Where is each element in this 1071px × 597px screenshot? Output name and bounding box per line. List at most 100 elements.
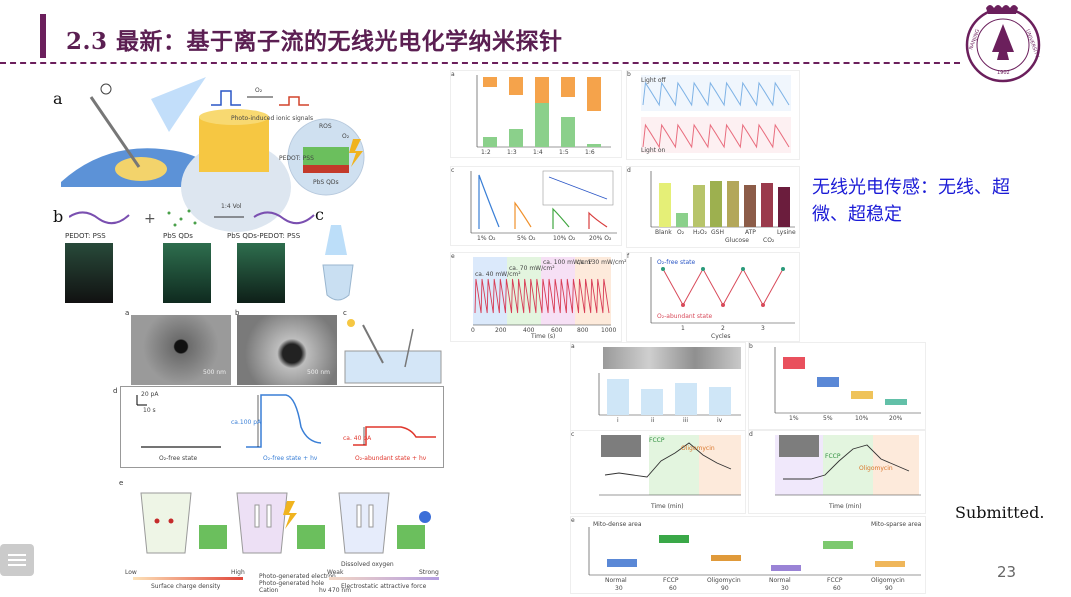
panel-label-a2: a [125,309,130,317]
header-divider [0,62,960,64]
chart-mb-e-boxes [588,527,921,576]
time-mbe-2: 60 [669,585,677,592]
chart-b: b Light off Light on [626,70,800,160]
vial-label-3: PbS QDs-PEDOT: PSS [227,232,301,240]
vial-label-2: PbS QDs [163,232,193,240]
tick-f-3: 3 [761,325,765,332]
legend-hole: Photo-generated hole [259,580,325,587]
pbs-label: PbS QDs [313,179,339,186]
cat-a-1: 1:2 [481,149,491,156]
chart-e-trace [473,257,611,326]
o2-10pct: 10% O₂ [553,235,576,242]
pipette-tube-drawing [322,225,354,301]
time-mbe-3: 90 [721,585,729,592]
legend-cation: Cation [259,587,279,594]
cat-mbb-2: 5% [823,415,833,422]
figure-left-top: a b c Photo-induced ionic signals O₂ ROS… [50,76,397,310]
chart-f-zigzag [650,257,795,324]
xlabel-f: Cycles [711,333,731,340]
axis2-weak: Weak [327,569,344,576]
tick-e-800: 800 [577,327,589,334]
sem-image-1 [131,315,231,385]
chart-c-label: c [451,167,455,174]
state-label-2: O₂-free state + hν [263,455,318,462]
chart-e-label: e [451,253,455,260]
cat-d-6: ATP [745,229,756,236]
svg-text:1902: 1902 [997,70,1010,76]
panel-label-d: d [113,387,118,395]
o2-arrow-label: O₂ [255,87,263,94]
axis2-strong: Strong [419,569,439,576]
materials-strip: + [69,209,315,227]
chart-mb-a-bars [598,373,741,416]
chart-d-bars [650,171,795,228]
vial-label-1: PEDOT: PSS [65,232,106,240]
cat-mbe-2: FCCP [663,577,679,584]
chart-mb-b-label: b [749,343,753,350]
chart-mb-c-line [599,435,741,496]
scale-bar-2: 500 nm [307,369,331,376]
panel-label-c2: c [343,309,347,317]
page-number: 23 [997,563,1017,581]
panel-label-e: e [119,479,124,487]
vial-photo-1 [65,243,113,303]
cat-mbe-1: Normal [605,577,627,584]
chart-mb-e-label: e [571,517,575,524]
submitted-label: Submitted. [955,503,1045,522]
tick-e-200: 200 [495,327,507,334]
figure-left-bottom: e Photo-generated electron Photo-generat… [118,476,446,594]
gradient-bar-charge [133,577,243,580]
cat-a-5: 1:6 [585,149,595,156]
axis1-caption: Surface charge density [151,583,221,590]
svg-text:+: + [144,211,156,227]
chart-mb-a-label: a [571,343,575,350]
cat-d-3: H₂O₂ [693,229,708,236]
time-mbe-1: 30 [615,585,623,592]
slide-menu-button[interactable] [0,544,34,576]
pedot-label: PEDOT: PSS [279,155,314,162]
university-logo: NANJING UNIVERSITY 1902 [965,5,1041,83]
cat-d-4: GSH [711,229,724,236]
oligomycin-label-d: Oligomycin [859,465,893,472]
sem-image-2 [237,315,337,385]
axis1-high: High [231,569,245,576]
cat-a-3: 1:4 [533,149,543,156]
annotation-40pa: ca. 40 pA [343,435,372,442]
figure-mid-top: a 1:2 1:3 1:4 1:5 1:6 [450,70,622,158]
tick-e-600: 600 [551,327,563,334]
cat-d-7: CO₂ [763,237,775,244]
cat-d-5: Glucose [725,237,749,244]
fccp-label-d: FCCP [825,453,841,460]
dissolved-oxygen-label: Dissolved oxygen [341,561,394,568]
cat-mbe-6: Oligomycin [871,577,905,584]
chart-d-label: d [627,167,631,174]
menu-icon-line [8,564,26,566]
intensity-130: ca. 130 mW/cm² [577,259,627,266]
fccp-label-c: FCCP [649,437,665,444]
ratio-label: 1:4 Vol [221,203,242,210]
chart-mb-b-boxes [774,347,921,414]
o2-label: O₂ [342,133,350,140]
oligomycin-label-c: Oligomycin [681,445,715,452]
o2-20pct: 20% O₂ [589,235,612,242]
panel-label-b: b [53,207,64,226]
region-dense: Mito-dense area [593,521,642,528]
tick-e-0: 0 [471,327,475,334]
cat-mbb-4: 20% [889,415,903,422]
menu-icon-line [8,559,26,561]
o2-5pct: 5% O₂ [517,235,536,242]
chart-mb-d-label: d [749,431,753,438]
schematic-a-drawing [61,77,365,232]
panel-label-c: c [315,205,324,224]
o2-1pct: 1% O₂ [477,235,496,242]
light-on-label: Light on [641,147,666,154]
cat-mba-2: ii [651,417,655,424]
chart-f: f O₂-free state O₂-abundant state 1 2 3 … [626,252,800,342]
cat-d-2: O₂ [677,229,685,236]
chart-a-bars [476,75,611,148]
cat-mba-4: iv [717,417,723,424]
chart-f-label: f [627,253,630,260]
chart-mb-e: e Mito-dense area Mito-sparse area Norma… [570,516,926,594]
panel-label-b2: b [235,309,240,317]
ionic-trace-chart [136,394,436,448]
